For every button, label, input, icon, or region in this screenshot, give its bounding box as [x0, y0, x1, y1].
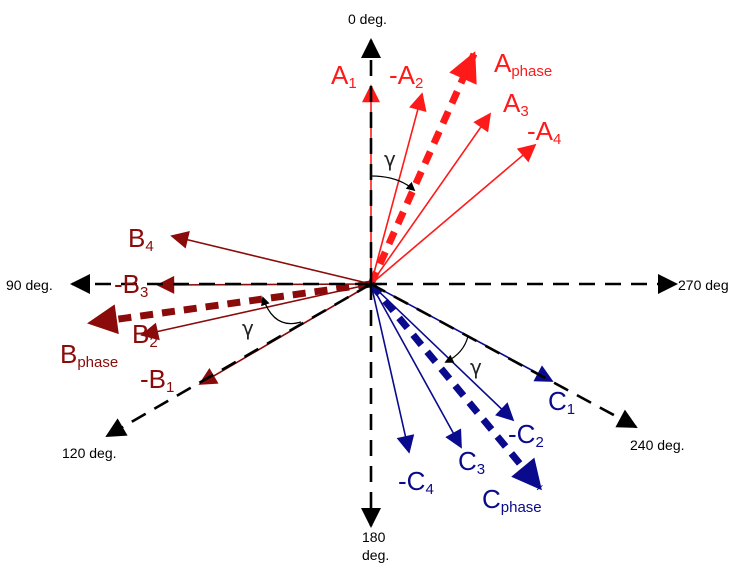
label-c1: C1: [548, 386, 575, 418]
label-a4: -A4: [527, 116, 561, 148]
vector-a3: [370, 112, 492, 285]
label-b4: B4: [128, 223, 154, 255]
angle-arc-b: [261, 296, 302, 325]
phase-a-labels: A1 -A2 Aphase A3 -A4: [331, 48, 561, 148]
label-90-deg: 90 deg.: [6, 277, 53, 293]
gamma-label-b: γ: [242, 316, 254, 340]
angle-arc-c: [444, 335, 469, 363]
angle-arc-a: [370, 175, 416, 192]
label-180-deg-line1: 180: [362, 529, 386, 545]
label-120-deg: 120 deg.: [62, 445, 117, 461]
vector-a2: [370, 92, 427, 285]
phase-b-vectors: [87, 231, 372, 385]
phase-b-labels: B4 -B3 B2 Bphase -B1: [60, 223, 174, 396]
label-c2: -C2: [508, 419, 544, 451]
vector-c4: [370, 283, 415, 454]
label-180-deg-line2: deg.: [362, 547, 389, 563]
label-a1: A1: [331, 60, 357, 92]
label-a3: A3: [503, 88, 529, 120]
vector-a4: [370, 143, 537, 285]
reference-axes: [70, 38, 678, 528]
label-240-deg: 240 deg.: [630, 437, 685, 453]
label-c3: C3: [458, 446, 485, 478]
label-270-deg: 270 deg: [678, 277, 729, 293]
vector-bphase: [87, 280, 372, 335]
vector-b4: [170, 231, 372, 285]
label-b3: -B3: [114, 269, 148, 301]
vector-c2: [370, 283, 515, 422]
label-b2: B2: [132, 319, 158, 351]
label-b1: -B1: [140, 364, 174, 396]
angle-arcs: [261, 175, 469, 363]
label-0-deg: 0 deg.: [348, 11, 387, 27]
vector-cphase: [368, 281, 543, 491]
phase-c-labels: C1 -C2 C3 -C4 Cphase: [398, 386, 575, 516]
gamma-label-c: γ: [470, 355, 482, 379]
axis-labels: 0 deg. 90 deg. 270 deg 120 deg. 240 deg.…: [6, 11, 729, 563]
vector-aphase: [367, 51, 478, 286]
label-bphase: Bphase: [60, 339, 118, 371]
label-cphase: Cphase: [482, 484, 542, 516]
label-c4: -C4: [398, 466, 434, 498]
vector-c3: [370, 283, 462, 449]
vector-b2: [140, 283, 372, 341]
label-aphase: Aphase: [494, 48, 552, 80]
label-a2: -A2: [389, 60, 423, 92]
gamma-label-a: γ: [384, 147, 396, 171]
gamma-labels: γ γ γ: [242, 147, 482, 379]
